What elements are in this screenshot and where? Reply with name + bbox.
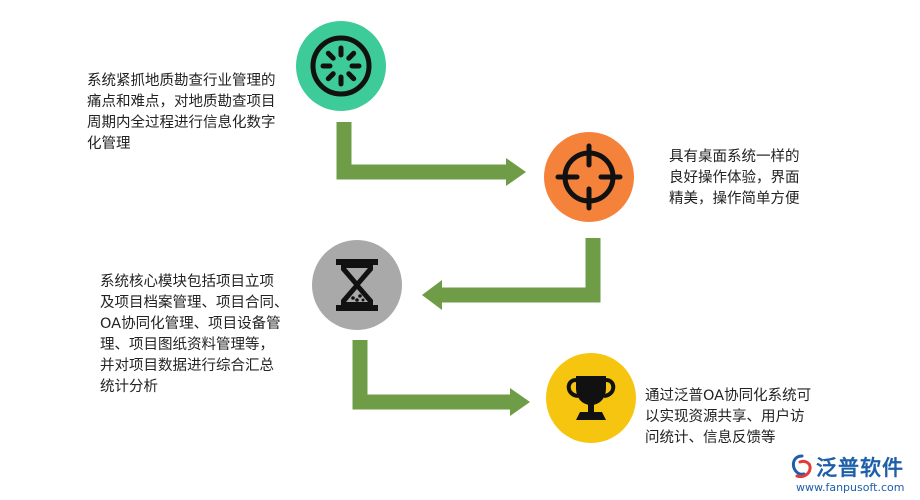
step-3-line: 统计分析 [100, 379, 158, 395]
logo-website-url: www.fanpusoft.com [796, 481, 905, 494]
arrow-step3-to-step4 [352, 340, 530, 416]
step-4-line: 以实现资源共享、用户访 [645, 409, 805, 425]
step-2-node [544, 132, 634, 222]
step-3-line: OA协同化管理、项目设备管 [100, 316, 281, 332]
trophy-icon [566, 376, 616, 420]
fanpusoft-logo: 泛普软件 www.fanpusoft.com [790, 452, 918, 498]
step-2-description: 具有桌面系统一样的 良好操作体验，界面 精美，操作简单方便 [669, 147, 800, 210]
arrow-step1-to-step2 [336, 122, 526, 186]
step-3-line: 理、项目图纸资料管理等， [100, 337, 274, 353]
step-4-line: 问统计、信息反馈等 [645, 430, 776, 446]
step-4-description: 通过泛普OA协同化系统可 以实现资源共享、用户访 问统计、信息反馈等 [645, 386, 811, 449]
logo-brand-name: 泛普软件 [816, 456, 904, 480]
hourglass-icon [336, 259, 378, 311]
step-4-node [546, 353, 636, 443]
connector-arrows [336, 122, 601, 416]
target-crosshair-icon [555, 143, 623, 211]
step-3-node [312, 240, 402, 330]
step-2-line: 具有桌面系统一样的 [669, 149, 800, 165]
step-3-description: 系统核心模块包括项目立项 及项目档案管理、项目合同、 OA协同化管理、项目设备管… [100, 272, 289, 398]
step-1-line: 化管理 [87, 136, 131, 152]
step-1-line: 系统紧抓地质勘查行业管理的 [87, 73, 276, 89]
step-1-line: 周期内全过程进行信息化数字 [87, 115, 276, 131]
step-2-line: 精美，操作简单方便 [669, 191, 800, 207]
step-1-node [296, 21, 386, 111]
step-1-line: 痛点和难点，对地质勘查项目 [87, 94, 276, 110]
arrow-step2-to-step3 [422, 238, 601, 310]
wheel-icon [310, 35, 372, 97]
step-1-description: 系统紧抓地质勘查行业管理的 痛点和难点，对地质勘查项目 周期内全过程进行信息化数… [87, 71, 276, 155]
step-2-line: 良好操作体验，界面 [669, 170, 800, 186]
step-3-line: 系统核心模块包括项目立项 [100, 274, 274, 290]
step-3-line: 并对项目数据进行综合汇总 [100, 358, 274, 374]
fanpu-logo-icon [791, 454, 812, 479]
step-3-line: 及项目档案管理、项目合同、 [100, 295, 289, 311]
step-4-line: 通过泛普OA协同化系统可 [645, 388, 812, 404]
